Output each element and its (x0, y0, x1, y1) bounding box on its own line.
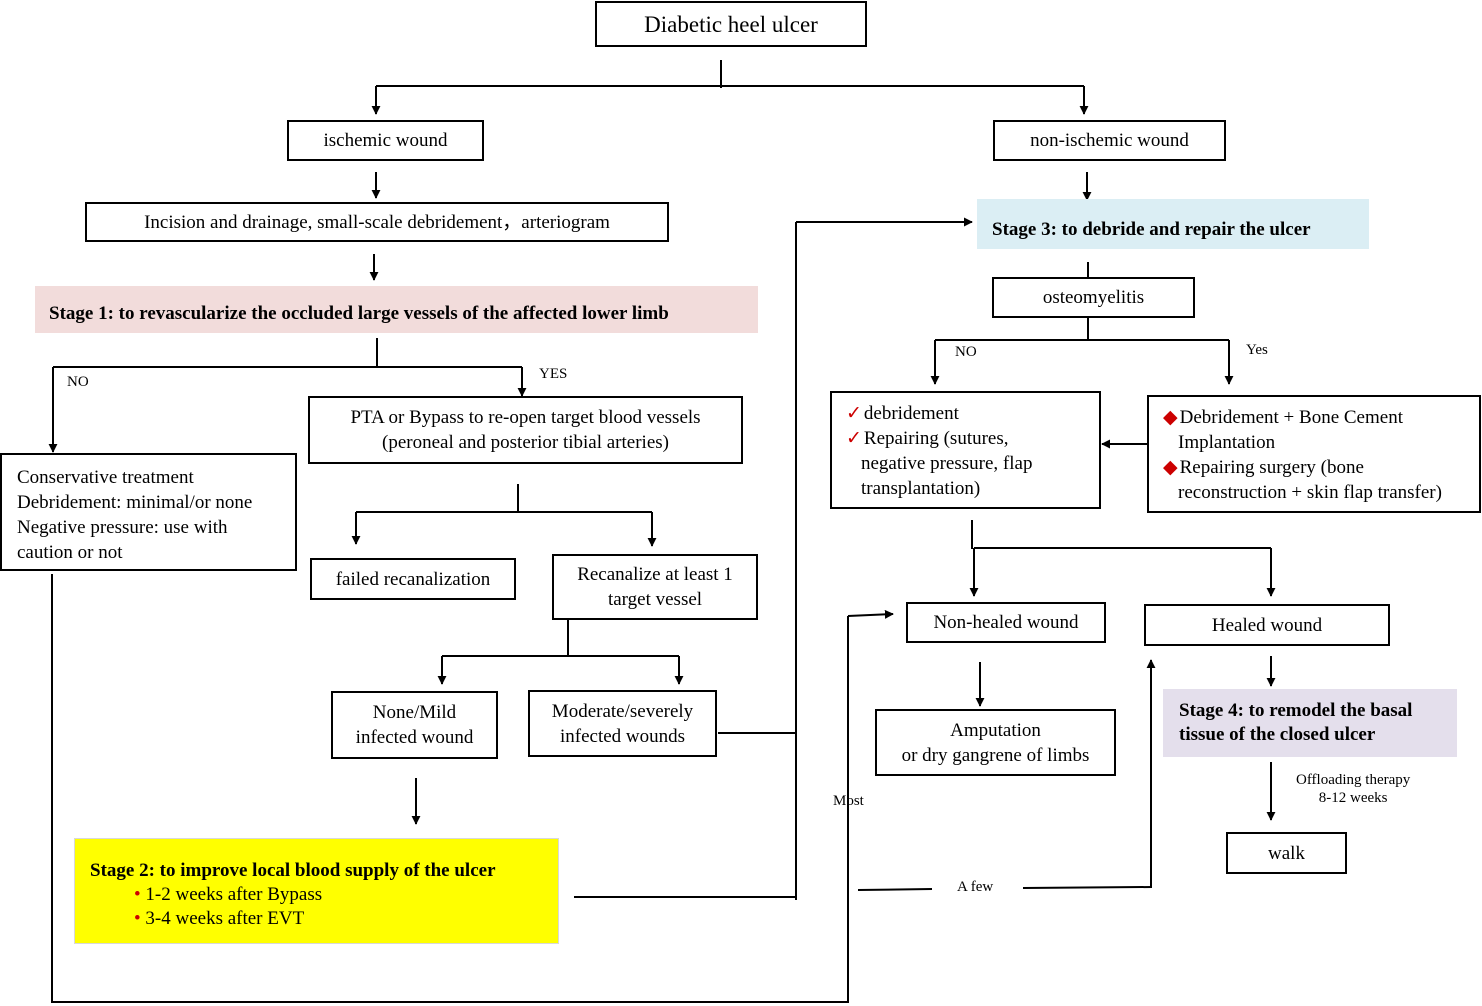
bone-item-1-line-1: Debridement + Bone Cement (1179, 407, 1403, 428)
stage2-title: Stage 2: to improve local blood supply o… (90, 860, 496, 881)
few-line-right (1022, 886, 1153, 889)
ischemic-text: ischemic wound (323, 130, 448, 151)
debridement-item-2-line-1: Repairing (sutures, (863, 428, 1009, 449)
pta-line-1: PTA or Bypass to re-open target blood ve… (350, 407, 701, 428)
label-no-right: NO (955, 344, 977, 360)
debridement-item-2-line-3: transplantation) (861, 478, 981, 499)
none-mild-line-2: infected wound (355, 727, 474, 748)
debridement-item-2-line-2: negative pressure, flap (861, 453, 1033, 474)
non-ischemic-node: non-ischemic wound (993, 120, 1226, 161)
amputation-line-1: Amputation (950, 719, 1041, 741)
pta-node: PTA or Bypass to re-open target blood ve… (308, 396, 743, 464)
conservative-line-2: Debridement: minimal/or none (17, 492, 253, 513)
diamond-icon: ◆ (1163, 457, 1178, 478)
debridement-item-1: ✓debridement (846, 401, 1099, 426)
incision-text: Incision and drainage, small-scale debri… (144, 211, 610, 233)
none-mild-node: None/Mild infected wound (331, 691, 498, 759)
stage4-line-1: Stage 4: to remodel the basal (1179, 700, 1413, 721)
label-most: Most (833, 793, 864, 809)
conservative-line-1: Conservative treatment (17, 467, 194, 488)
stage2-banner: Stage 2: to improve local blood supply o… (74, 838, 559, 944)
incision-node: Incision and drainage, small-scale debri… (85, 202, 669, 242)
bone-item-2: ◆Repairing surgery (bone (1163, 455, 1479, 480)
stage2-bullet-1-text: 1-2 weeks after Bypass (145, 884, 323, 905)
bone-item-2-line-1: Repairing surgery (bone (1179, 457, 1364, 478)
few-line-left (857, 888, 933, 891)
root-text: Diabetic heel ulcer (644, 11, 818, 37)
bone-item-2-line-2: reconstruction + skin flap transfer) (1178, 482, 1442, 503)
arrow-most-to-non-healed (847, 609, 894, 619)
non-healed-node: Non-healed wound (906, 602, 1106, 643)
walk-node: walk (1226, 832, 1347, 874)
stage2-bullet-2-text: 3-4 weeks after EVT (145, 908, 305, 929)
stage4-line-2: tissue of the closed ulcer (1179, 724, 1376, 745)
stage2-bullet-1: • 1-2 weeks after Bypass (90, 883, 558, 907)
stage4-banner: Stage 4: to remodel the basal tissue of … (1163, 689, 1457, 757)
label-no-left: NO (67, 374, 89, 390)
conservative-line-3: Negative pressure: use with (17, 517, 228, 538)
bone-item-1: ◆Debridement + Bone Cement (1163, 405, 1479, 430)
offloading-label: Offloading therapy 8-12 weeks (1296, 771, 1410, 807)
check-icon: ✓ (846, 403, 862, 424)
moderate-node: Moderate/severely infected wounds (528, 690, 717, 757)
offloading-line-1: Offloading therapy (1296, 772, 1411, 788)
amputation-node: Amputation or dry gangrene of limbs (875, 709, 1116, 776)
recanalize-line-1: Recanalize at least 1 (577, 564, 733, 585)
non-healed-text: Non-healed wound (933, 612, 1079, 633)
debridement-item-1-text: debridement (863, 403, 959, 424)
osteomyelitis-text: osteomyelitis (1042, 287, 1145, 308)
label-yes-right: Yes (1246, 342, 1268, 358)
none-mild-line-1: None/Mild (372, 702, 457, 723)
offloading-line-2: 8-12 weeks (1318, 790, 1388, 806)
debridement-item-2: ✓Repairing (sutures, (846, 426, 1099, 451)
root-node: Diabetic heel ulcer (595, 1, 867, 47)
osteomyelitis-node: osteomyelitis (992, 277, 1195, 318)
bone-item-1-line-2: Implantation (1178, 432, 1276, 453)
moderate-line-1: Moderate/severely (551, 700, 694, 722)
recanalize-node: Recanalize at least 1 target vessel (552, 554, 758, 620)
recanalize-line-2: target vessel (607, 589, 703, 610)
stage3-text: Stage 3: to debride and repair the ulcer (992, 219, 1311, 240)
stage3-banner: Stage 3: to debride and repair the ulcer (977, 199, 1369, 249)
conservative-node: Conservative treatment Debridement: mini… (0, 453, 297, 571)
moderate-line-2: infected wounds (559, 725, 686, 747)
stage2-bullet-2: • 3-4 weeks after EVT (90, 907, 558, 931)
label-yes-left: YES (539, 366, 568, 382)
bullet-dot-2: • (134, 908, 141, 929)
bone-cement-node: ◆Debridement + Bone Cement Implantation … (1147, 395, 1481, 513)
failed-node: failed recanalization (310, 558, 516, 600)
walk-text: walk (1268, 842, 1305, 864)
healed-text: Healed wound (1211, 614, 1323, 636)
label-few: A few (957, 879, 994, 895)
non-ischemic-text: non-ischemic wound (1030, 130, 1189, 151)
stage1-text: Stage 1: to revascularize the occluded l… (49, 303, 669, 324)
debridement-node: ✓debridement ✓Repairing (sutures, negati… (830, 391, 1101, 509)
stage1-banner: Stage 1: to revascularize the occluded l… (35, 286, 758, 333)
diamond-icon: ◆ (1163, 407, 1178, 428)
amputation-line-2: or dry gangrene of limbs (901, 744, 1090, 766)
pta-line-2: (peroneal and posterior tibial arteries) (382, 432, 669, 453)
ischemic-node: ischemic wound (287, 120, 484, 161)
check-icon: ✓ (846, 428, 862, 449)
failed-text: failed recanalization (335, 568, 491, 590)
healed-node: Healed wound (1144, 604, 1390, 646)
conservative-line-4: caution or not (17, 542, 123, 563)
bullet-dot-1: • (134, 884, 141, 905)
